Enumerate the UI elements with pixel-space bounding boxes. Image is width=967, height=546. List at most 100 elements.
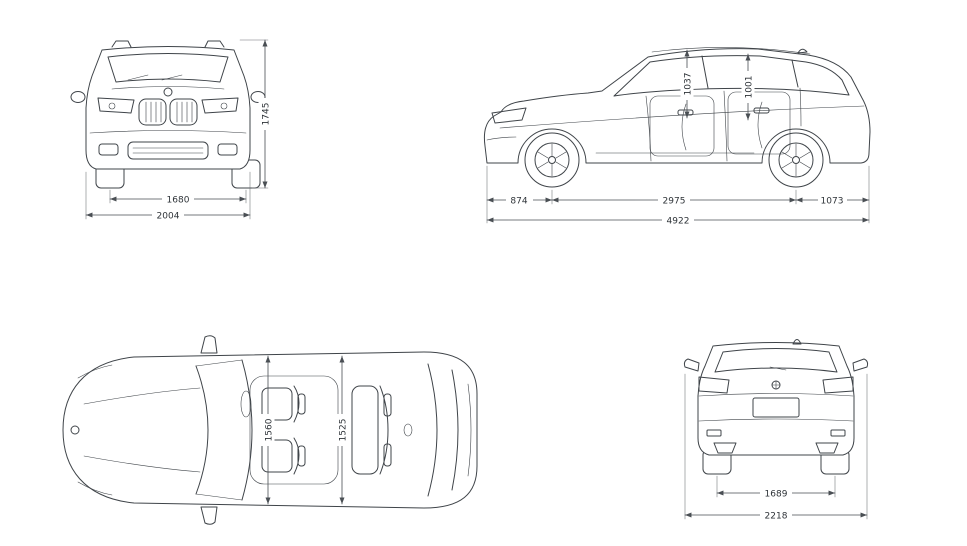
rear-door-panel <box>727 91 791 155</box>
body-outline <box>85 46 251 170</box>
dim-label-wheelbase: 2975 <box>663 197 686 207</box>
left-headlight <box>97 97 135 114</box>
dim-label-rear-track: 1689 <box>765 490 788 500</box>
rear-window <box>714 348 838 373</box>
grille-slats <box>145 101 193 123</box>
front-corner-lines <box>77 364 113 496</box>
rim <box>534 142 570 178</box>
rear-bench-cushion <box>351 385 379 475</box>
dim-label-bg <box>741 71 755 103</box>
rear-door-handle <box>753 107 770 114</box>
kidney-grille-left <box>138 98 167 126</box>
rear-wiper <box>769 366 787 371</box>
left-reflector <box>706 429 722 437</box>
hub <box>792 156 800 164</box>
right-taillight <box>822 376 854 394</box>
dim-label-bg <box>760 486 792 500</box>
dim-rear-width-extensions <box>684 373 868 520</box>
dim-label-bg <box>335 414 349 446</box>
spokes <box>537 143 567 177</box>
dim-front-width-extensions <box>85 171 251 220</box>
b-pillar <box>701 55 709 89</box>
greenhouse-window <box>613 55 850 97</box>
front-bumper-line <box>486 136 517 141</box>
door-cutlines <box>645 87 802 162</box>
dim-label-bg <box>258 98 272 130</box>
passenger-headrest <box>297 445 306 467</box>
intake-slats <box>132 147 204 154</box>
lower-intake <box>127 141 209 160</box>
exhaust-tips <box>713 442 839 454</box>
rear-right-mirror <box>852 358 869 372</box>
right-headlight-ring <box>220 102 228 110</box>
dim-label-front-height: 1745 <box>262 103 272 126</box>
passenger-seat-cushion <box>261 439 293 473</box>
dim-label-rear-interior-height: 1001 <box>745 76 755 99</box>
bumper-top-line <box>698 418 854 422</box>
dim-front-interior-width: 1560 <box>261 355 275 505</box>
dim-label-front-overhang: 874 <box>510 197 527 207</box>
dim-label-rear-overhang: 1073 <box>821 197 844 207</box>
hood-line <box>111 86 225 90</box>
a-pillars <box>195 359 243 501</box>
rear-window-arcs <box>427 363 459 497</box>
side-silhouette <box>483 48 871 164</box>
spokes <box>781 143 811 177</box>
hood-roundel <box>70 425 80 435</box>
rear-headrest-right <box>383 443 392 467</box>
steering-wheel <box>240 390 252 418</box>
dim-label-front-track: 1680 <box>167 196 190 206</box>
dim-1525-label: 1525 <box>335 414 349 446</box>
dim-front-height: 1745 <box>239 39 272 189</box>
right-reflector <box>830 429 846 437</box>
cargo-detail <box>403 423 413 437</box>
hub <box>548 156 556 164</box>
front-wheel <box>524 132 580 188</box>
rear-headrest-left <box>383 393 392 417</box>
rear-view: 1689 2218 <box>683 339 869 522</box>
dim-side-bottom: 874 2975 1073 4922 <box>486 165 870 227</box>
dim-label-bg <box>662 213 694 227</box>
right-fog-inlet <box>217 143 238 156</box>
rear-wheel <box>768 132 824 188</box>
dim-label-bg <box>680 68 694 100</box>
roof-rail <box>651 47 811 55</box>
dim-rear-interior-height: 1001 <box>741 53 755 121</box>
dim-front-interior-height: 1037 <box>680 49 694 119</box>
kidney-grille-right <box>169 98 198 126</box>
hood-creases <box>83 387 201 473</box>
tailgate-arc <box>467 383 472 477</box>
dim-rear-overall-width: 2218 <box>684 373 868 522</box>
license-plate <box>752 397 800 418</box>
dim-front-track: 1680 <box>109 189 247 206</box>
top-left-mirror <box>200 335 218 354</box>
dim-label-bg <box>261 414 275 446</box>
dim-label-rear-interior-width: 1525 <box>339 419 349 442</box>
left-headlight-ring <box>108 102 116 110</box>
character-line <box>499 105 865 129</box>
dim-rear-interior-width: 1525 <box>335 355 349 505</box>
windshield-top-arc <box>241 359 253 501</box>
dim-rear-track: 1689 <box>716 475 836 500</box>
dim-1037-label: 1037 <box>680 68 694 100</box>
dim-label-bg <box>152 208 184 222</box>
antenna-fin <box>792 339 802 345</box>
bumper-crease <box>89 130 247 134</box>
rear-body-outline <box>697 342 855 456</box>
top-view: 1560 1525 <box>62 335 478 525</box>
side-headlight <box>491 107 527 124</box>
dim-1001-label: 1001 <box>741 71 755 103</box>
dim-side-extensions <box>486 165 870 224</box>
windshield <box>107 53 229 83</box>
dim-label-bg <box>818 193 847 207</box>
dim-label-front-interior-height: 1037 <box>684 73 694 96</box>
windshield-base-arc <box>195 365 209 495</box>
driver-seatback <box>293 385 300 423</box>
bmw-roundel <box>163 87 173 97</box>
left-taillight <box>698 376 730 394</box>
dim-front-height-label: 1745 <box>258 98 272 130</box>
rim <box>778 142 814 178</box>
dim-label-overall-length: 4922 <box>667 217 690 227</box>
side-view: 1037 1001 874 2975 1073 4922 <box>483 47 871 227</box>
